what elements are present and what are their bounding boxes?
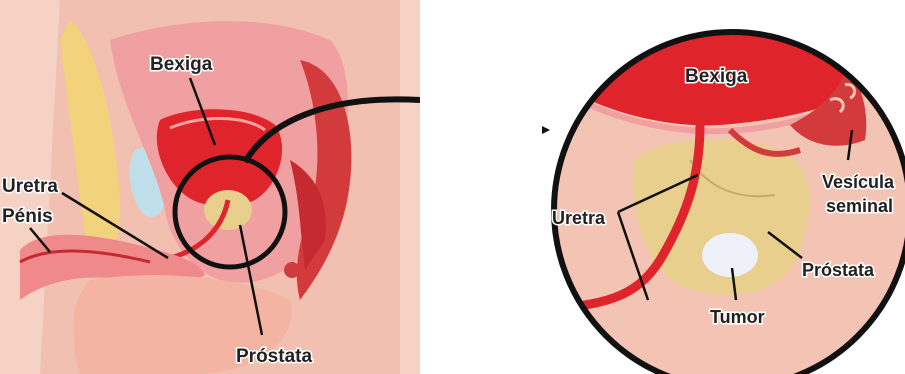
anal-sphincter xyxy=(284,262,300,278)
zoomed-anatomy-diagram: Bexiga Uretra Vesícula seminal Próstata … xyxy=(540,0,905,374)
sagittal-illustration: Bexiga Uretra Pénis Próstata xyxy=(0,0,420,374)
zoom-illustration: Bexiga Uretra Vesícula seminal Próstata … xyxy=(540,0,905,374)
label-prostata: Próstata xyxy=(236,346,312,367)
prostate xyxy=(204,190,252,230)
label-bexiga: Bexiga xyxy=(150,54,213,75)
pointer-mark xyxy=(542,126,550,134)
sagittal-anatomy-diagram: Bexiga Uretra Pénis Próstata xyxy=(0,0,420,374)
label-vesicula: Vesícula xyxy=(822,172,895,192)
label-penis: Pénis xyxy=(2,206,53,227)
label-tumor: Tumor xyxy=(710,307,765,327)
tumor xyxy=(702,233,758,277)
label-uretra: Uretra xyxy=(2,176,58,197)
label-uretra-zoom: Uretra xyxy=(552,208,606,228)
label-seminal: seminal xyxy=(826,196,893,216)
label-bexiga-zoom: Bexiga xyxy=(685,66,748,87)
label-prostata-zoom: Próstata xyxy=(802,260,875,280)
